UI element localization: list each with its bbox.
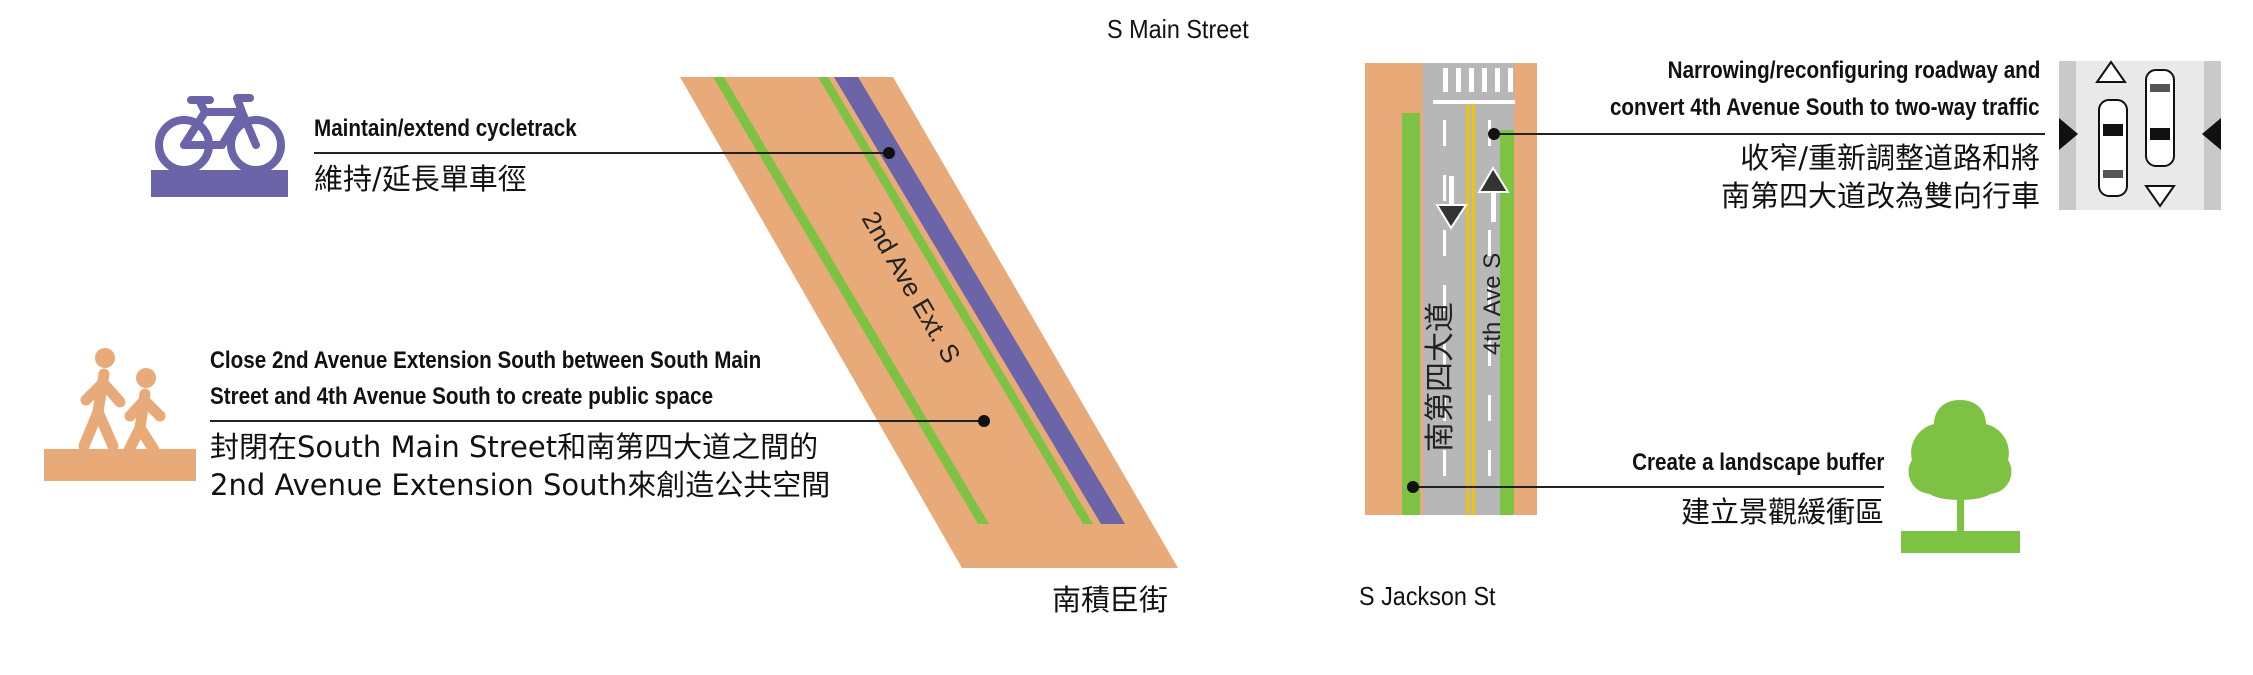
car-right-icon <box>2144 69 2176 208</box>
public-space-label-zh-2: 2nd Avenue Extension South來創造公共空間 <box>210 468 831 502</box>
two-way-label-zh-1: 收窄/重新調整道路和將 <box>1740 141 2040 175</box>
public-space-label-en-1: Close 2nd Avenue Extension South between… <box>210 347 762 374</box>
public-space-label-zh-1: 封閉在South Main Street和南第四大道之間的 <box>210 430 819 464</box>
cycletrack-label-en: Maintain/extend cycletrack <box>314 115 577 142</box>
fourth-ave-label-zh: 南第四大道 <box>1423 302 1458 452</box>
fourth-right-curb <box>1514 63 1537 515</box>
ext-cycletrack-purple <box>834 77 1125 524</box>
fourth-ave-label-en: 4th Ave S <box>1479 253 1506 355</box>
street-label-main: S Main Street <box>1107 14 1249 44</box>
fourth-right-buffer <box>1500 130 1514 515</box>
ext-sidewalk <box>680 77 1178 568</box>
second-ave-ext-road: 2nd Ave Ext. S <box>680 77 1178 568</box>
bicycle-icon <box>151 94 288 197</box>
center-yellow-line-1 <box>1466 104 1469 515</box>
crosswalk <box>1433 68 1515 104</box>
two-way-cars-icon <box>2059 60 2221 210</box>
pedestrians-icon <box>44 348 196 481</box>
tree-icon <box>1901 400 2020 553</box>
car-left-icon <box>2095 60 2128 197</box>
fourth-landscape-buffer <box>1402 113 1420 515</box>
public-space-label-en-2: Street and 4th Avenue South to create pu… <box>210 383 714 410</box>
fourth-ave-road: 南第四大道 4th Ave S <box>1365 63 1537 515</box>
leader-lines <box>210 133 2045 488</box>
street-label-jackson: S Jackson St <box>1359 581 1496 611</box>
two-way-label-en-1: Narrowing/reconfiguring roadway and <box>1667 57 2040 84</box>
two-way-label-zh-2: 南第四大道改為雙向行車 <box>1720 179 2040 213</box>
leader-dots <box>883 128 1500 493</box>
lane-dashes <box>1443 120 1491 476</box>
landscape-label-zh: 建立景觀緩衝區 <box>1680 495 1884 529</box>
cycletrack-label-zh: 維持/延長單車徑 <box>314 162 527 196</box>
street-label-jackson-zh: 南積臣街 <box>1052 583 1169 617</box>
two-way-label-en-2: convert 4th Avenue South to two-way traf… <box>1610 94 2040 121</box>
ext-bike-lane-green-left <box>713 77 989 524</box>
arrow-up-icon <box>1477 166 1510 222</box>
arrow-down-icon <box>1435 176 1468 230</box>
center-yellow-line-2 <box>1472 104 1475 515</box>
landscape-label-en: Create a landscape buffer <box>1631 449 1884 476</box>
ext-bike-lane-green-right <box>818 77 1093 524</box>
